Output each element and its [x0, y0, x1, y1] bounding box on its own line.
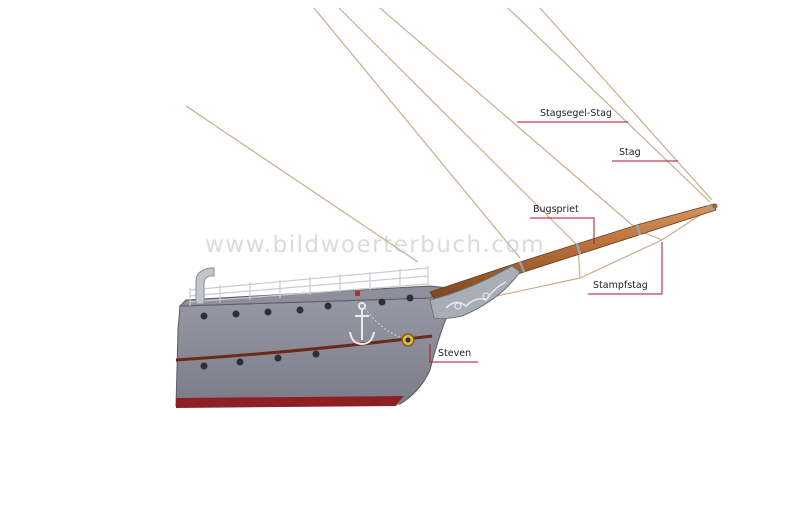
rigging-line-stagsegel-stag: [379, 7, 639, 231]
porthole: [378, 298, 386, 306]
rigging-line-fore-1: [185, 105, 419, 263]
portholes-upper: [200, 294, 414, 320]
porthole: [406, 294, 414, 302]
watermark-text: www.bildwoerterbuch.com: [205, 232, 546, 258]
portholes-lower: [200, 350, 320, 370]
porthole: [324, 302, 332, 310]
label-stampfstag: Stampfstag: [593, 280, 648, 291]
label-steven: Steven: [438, 348, 472, 359]
upper-bulwark: [178, 285, 450, 307]
porthole: [296, 306, 304, 314]
rigging-line-stag-1: [507, 7, 711, 203]
label-stag: Stag: [619, 147, 641, 158]
porthole: [236, 358, 244, 366]
deck-railing: [189, 266, 429, 306]
hawse-pipe-hole: [405, 337, 411, 343]
callout-line-stampfstag: [588, 242, 663, 295]
wale-stripe: [175, 334, 433, 362]
bow-light: [355, 291, 360, 296]
rigging-lines: [185, 7, 715, 311]
anchor-icon: [349, 302, 375, 346]
bowsprit-bands: [518, 204, 712, 273]
waterline-stripe: [176, 396, 404, 408]
rigging-line-stay-1: [313, 7, 521, 259]
porthole: [312, 350, 320, 358]
label-stagsegel-stag: Stagsegel-Stag: [540, 108, 612, 119]
hull: [175, 285, 455, 408]
rigging-line-stay-2: [338, 7, 579, 247]
porthole: [200, 362, 208, 370]
porthole: [264, 308, 272, 316]
ventilator-pipe: [195, 267, 215, 305]
figurehead-ornament: [429, 265, 521, 320]
rigging-line-stag-2: [539, 7, 713, 201]
callout-lines: [429, 121, 678, 363]
bowsprit-tip: [712, 203, 718, 209]
label-bugspriet: Bugspriet: [533, 204, 579, 215]
porthole: [232, 310, 240, 318]
porthole: [200, 312, 208, 320]
porthole: [274, 354, 282, 362]
callout-line-bugspriet: [530, 217, 595, 244]
callout-line-steven: [429, 344, 478, 363]
rigging-line-stampfstag: [431, 205, 715, 311]
